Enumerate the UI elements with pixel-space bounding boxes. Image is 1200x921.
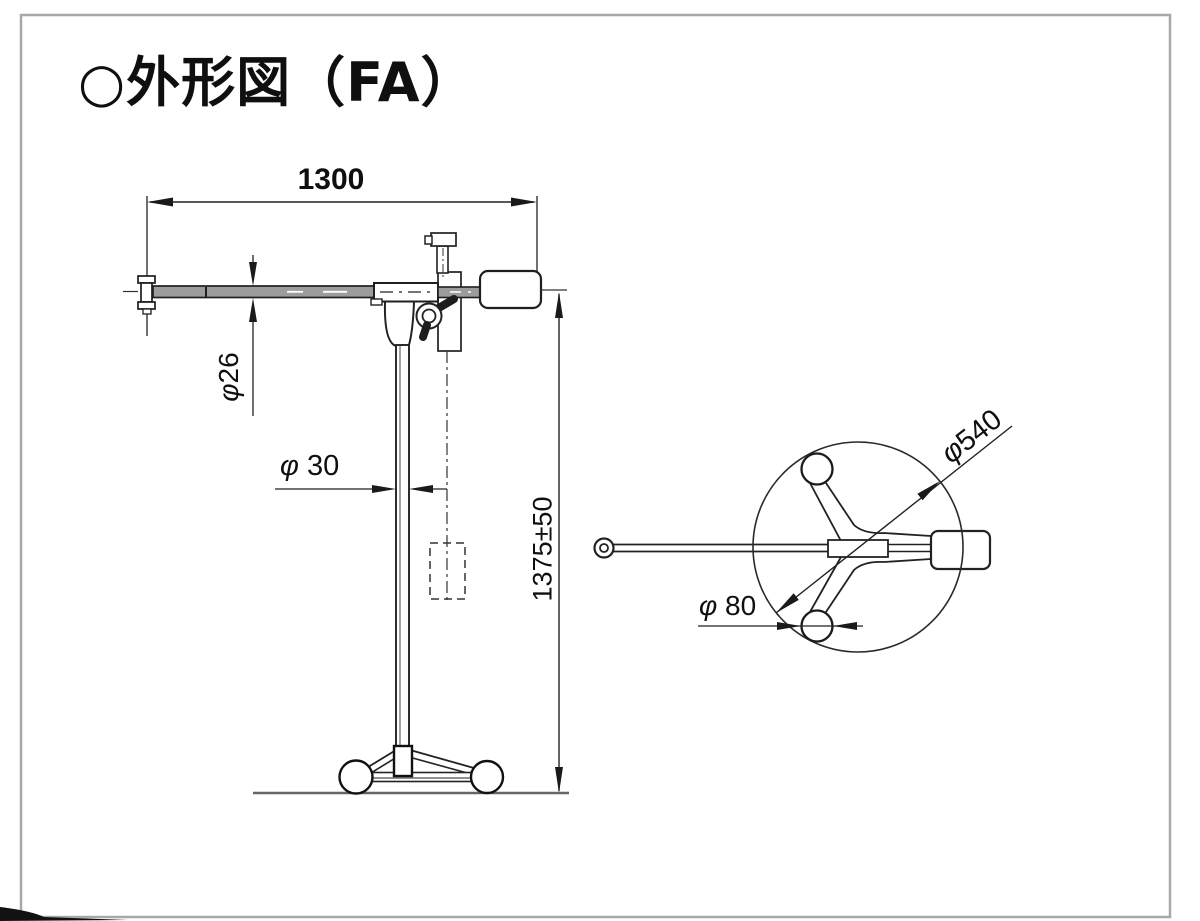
caster-wheel-left	[338, 759, 374, 795]
counterweight-body	[478, 269, 543, 310]
dim-pole-diameter: φ 30	[280, 450, 340, 482]
dim-stand-height: 1375±50	[527, 496, 558, 602]
rolling-base	[338, 744, 505, 795]
dim-phi80-lines	[698, 622, 863, 630]
dim-phi540-lines	[775, 425, 1013, 614]
vertical-pole	[395, 344, 410, 747]
footprint-circle	[752, 441, 964, 653]
hidden-hanging-item	[429, 351, 466, 603]
arm-end-cap	[137, 275, 156, 315]
top-view-drawing	[593, 425, 1013, 653]
caster-wheel-right	[469, 759, 505, 795]
clamp-lever-lower	[419, 321, 431, 341]
dim-caster-diameter: φ 80	[699, 590, 757, 621]
caster-top-view-upper	[800, 452, 834, 486]
dim-phi26-lines	[249, 255, 257, 416]
dim-1375-lines	[540, 289, 567, 793]
elbow-joint	[383, 295, 458, 347]
body-top-view	[929, 529, 992, 571]
dim-arm-length: 1300	[297, 163, 365, 196]
sheet-border	[19, 13, 1172, 919]
dim-phi30-lines	[275, 485, 447, 493]
drawing-title: ○外形図（FA）	[78, 51, 476, 114]
base-hub	[392, 744, 414, 778]
arm-right-segment	[437, 286, 482, 299]
side-view-drawing	[123, 196, 569, 795]
arm-sleeve	[370, 282, 439, 306]
boom-arm	[152, 285, 376, 299]
photo-corner-artifact	[0, 907, 128, 921]
boom-arm-top-view	[593, 537, 931, 559]
dim-arm-diameter: φ26	[213, 352, 244, 402]
